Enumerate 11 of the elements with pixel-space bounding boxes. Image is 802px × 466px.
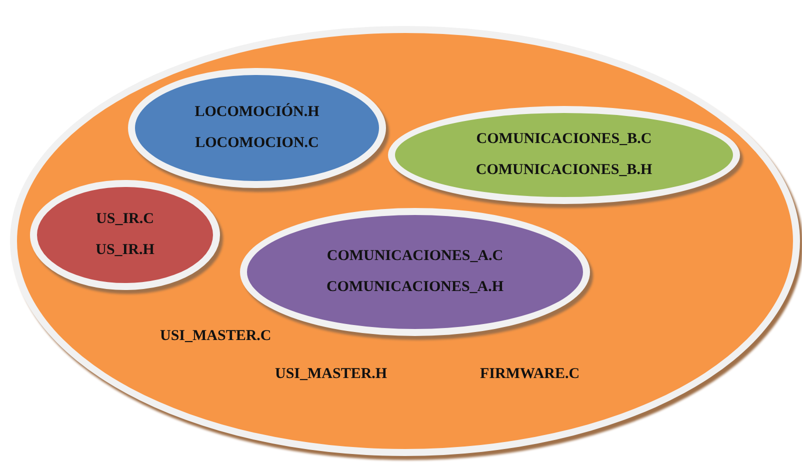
file-name: COMUNICACIONES_A.C (326, 248, 504, 265)
file-name: LOCOMOCION.C (195, 135, 319, 152)
file-name: COMUNICACIONES_B.C (476, 131, 652, 148)
file-name: FIRMWARE.C (480, 366, 580, 383)
file-name: US_IR.H (96, 242, 154, 259)
file-name: LOCOMOCIÓN.H (194, 104, 320, 121)
file-name: USI_MASTER.H (275, 366, 388, 383)
file-name: US_IR.C (96, 211, 154, 228)
file-name: COMUNICACIONES_A.H (326, 279, 504, 296)
file-name: COMUNICACIONES_B.H (476, 162, 652, 179)
file-name: USI_MASTER.C (160, 328, 272, 345)
